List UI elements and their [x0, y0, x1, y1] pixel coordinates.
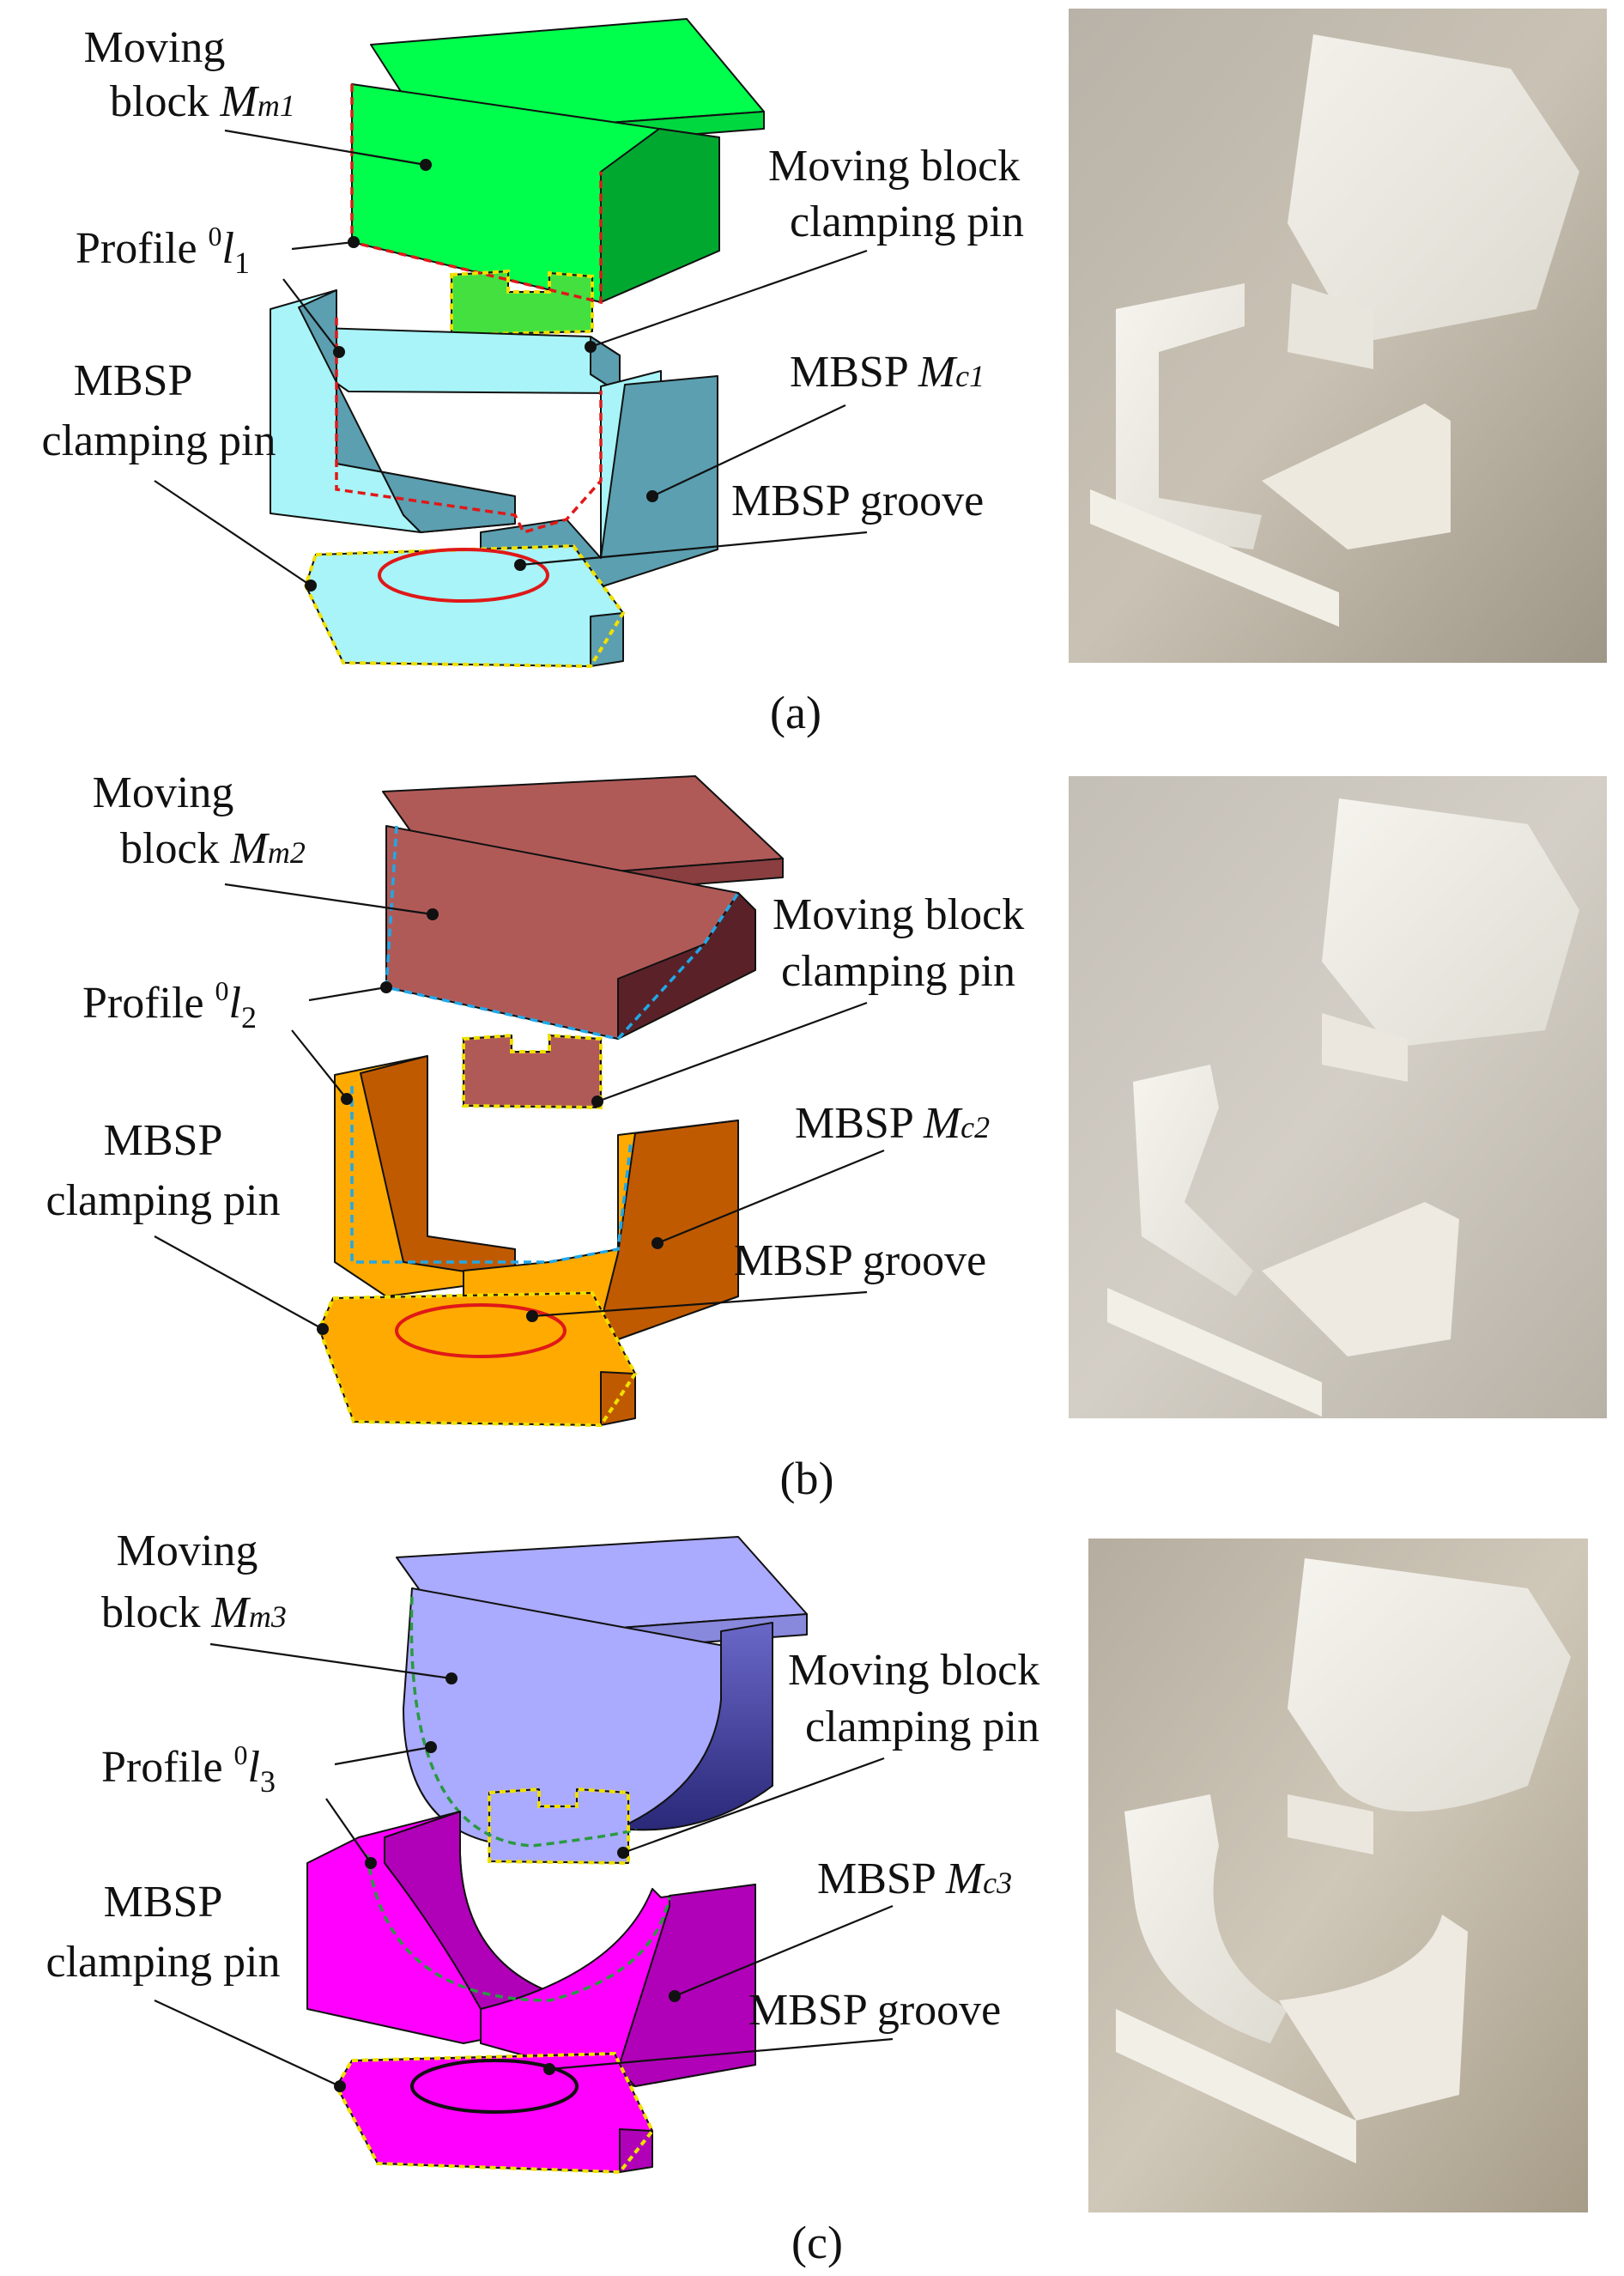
- moving-block-label-a-line1: Moving: [84, 23, 226, 72]
- profile-l3-mbsp-line: [366, 1854, 671, 2002]
- leader-mbsp-b: [657, 1149, 885, 1245]
- groove-label-a: MBSP groove: [731, 476, 984, 525]
- moving-block-label-c-line1: Moving: [117, 1526, 258, 1575]
- leader-profile-a: [291, 240, 354, 251]
- mbsp-pin-label-c-line2: clamping pin: [46, 1938, 281, 1987]
- panel-a: (a) Moving block Mm1 Profile 0l1 Moving …: [42, 9, 1607, 738]
- groove-ring-b: [395, 1303, 567, 1358]
- profile-label-b: Profile 0l2: [82, 975, 257, 1035]
- moving-block-pin-outline: [450, 269, 594, 337]
- photo-c: [1088, 1539, 1588, 2212]
- mbsp-pin-label-b-line2: clamping pin: [46, 1176, 281, 1225]
- mbsp-pin-label-b-line1: MBSP: [104, 1116, 223, 1165]
- photo-b: [1069, 776, 1607, 1418]
- leader-mbsp-a: [651, 404, 846, 497]
- leader-mbsp-c: [674, 1904, 894, 1998]
- leader-moving-block-c: [209, 1642, 452, 1680]
- groove-ring-c: [410, 2059, 579, 2114]
- leader-dot: [341, 1093, 353, 1105]
- leader-profile-b: [308, 986, 387, 1002]
- leader-dot: [646, 490, 658, 502]
- mbsp-label-a: MBSP Mc1: [790, 348, 985, 397]
- leader-groove-a: [519, 531, 868, 567]
- leader-dot: [445, 1672, 458, 1684]
- leader-dot: [585, 341, 597, 353]
- leader-dot: [669, 1990, 681, 2002]
- leader-profile-c: [334, 1745, 432, 1766]
- mbsp-pin-outline: [334, 2051, 655, 2175]
- mb-pin-label-c-line2: clamping pin: [805, 1702, 1039, 1751]
- moving-block-pin-outline: [462, 1033, 603, 1110]
- leader-profile-b-2: [291, 1029, 348, 1100]
- mb-pin-label-b-line1: Moving block: [773, 890, 1024, 939]
- profile-label-c: Profile 0l3: [101, 1739, 276, 1799]
- mbsp-clamping-pin-a: [305, 545, 624, 667]
- leader-profile-a-2: [282, 278, 340, 353]
- leader-dot: [425, 1741, 437, 1753]
- leader-dot: [591, 1096, 603, 1108]
- mbsp-mc2-model: [334, 1055, 739, 1340]
- leader-mb-pin-c: [622, 1757, 885, 1854]
- leader-moving-block-b: [224, 883, 433, 916]
- leader-dot: [305, 580, 317, 592]
- leader-dot: [617, 1847, 629, 1859]
- mb-pin-label-c-line1: Moving block: [788, 1646, 1039, 1695]
- groove-ring-a: [378, 548, 549, 603]
- mb-pin-label-a-line1: Moving block: [768, 142, 1020, 191]
- photo-a: [1069, 9, 1607, 663]
- mbsp-pin-label-c-line1: MBSP: [104, 1878, 223, 1927]
- leader-mb-pin-b: [597, 1001, 868, 1103]
- leader-dot: [317, 1323, 329, 1335]
- leader-dot: [543, 2063, 555, 2075]
- mbsp-label-b: MBSP Mc2: [795, 1099, 990, 1148]
- moving-block-label-b-line1: Moving: [93, 768, 234, 817]
- mbsp-label-c: MBSP Mc3: [817, 1854, 1012, 1903]
- profile-l3-line: [409, 1596, 637, 1848]
- leader-groove-b: [531, 1290, 868, 1318]
- moving-block-label-c-line2: block Mm3: [101, 1588, 287, 1637]
- profile-label-a: Profile 0l1: [76, 221, 250, 280]
- mbsp-mc3-model: [306, 1811, 756, 2087]
- caption-b: (b): [780, 1453, 834, 1504]
- leader-dot: [526, 1310, 538, 1322]
- profile-l2-mbsp-line: [350, 1086, 633, 1264]
- leader-dot: [348, 236, 360, 248]
- leader-moving-block-a: [224, 129, 427, 167]
- leader-mbsp-pin-b: [154, 1235, 324, 1330]
- leader-mbsp-pin-c: [154, 2000, 341, 2087]
- leader-dot: [365, 1857, 377, 1869]
- profile-l1-mbsp-line: [335, 318, 603, 535]
- moving-block-pin-outline: [488, 1787, 630, 1866]
- moving-block-mm2-model: [382, 775, 784, 1108]
- leader-dot: [420, 159, 432, 171]
- leader-dot: [514, 559, 526, 571]
- moving-block-mm3-model: [396, 1536, 808, 1864]
- profile-l2-line: [385, 825, 740, 1041]
- caption-a: (a): [770, 687, 821, 738]
- leader-groove-c: [548, 2037, 894, 2071]
- leader-dot: [333, 346, 345, 358]
- caption-c: (c): [791, 2217, 843, 2268]
- leader-dot: [334, 2080, 346, 2092]
- panel-c: (c) Moving block Mm3 Profile 0l3 Moving …: [46, 1526, 1588, 2268]
- leader-profile-c-2: [325, 1798, 372, 1864]
- leader-mb-pin-a: [590, 249, 868, 349]
- mbsp-pin-label-a-line2: clamping pin: [42, 416, 276, 465]
- leader-dot: [427, 908, 439, 920]
- moving-block-mm1-model: [351, 18, 765, 336]
- groove-label-b: MBSP groove: [734, 1236, 986, 1285]
- mb-pin-label-a-line2: clamping pin: [790, 197, 1024, 246]
- mbsp-pin-outline: [317, 1290, 638, 1428]
- leader-dot: [651, 1237, 664, 1249]
- groove-label-c: MBSP groove: [748, 1986, 1001, 2035]
- leader-mbsp-pin-a: [154, 480, 312, 586]
- moving-block-label-b-line2: block Mm2: [120, 824, 306, 873]
- mb-pin-label-b-line2: clamping pin: [781, 947, 1015, 996]
- moving-block-label-a-line2: block Mm1: [110, 77, 295, 126]
- leader-dot: [380, 981, 392, 993]
- mbsp-pin-label-a-line1: MBSP: [74, 356, 193, 405]
- panel-b: (b) Moving block Mm2 Profile 0l2 Moving …: [46, 768, 1607, 1504]
